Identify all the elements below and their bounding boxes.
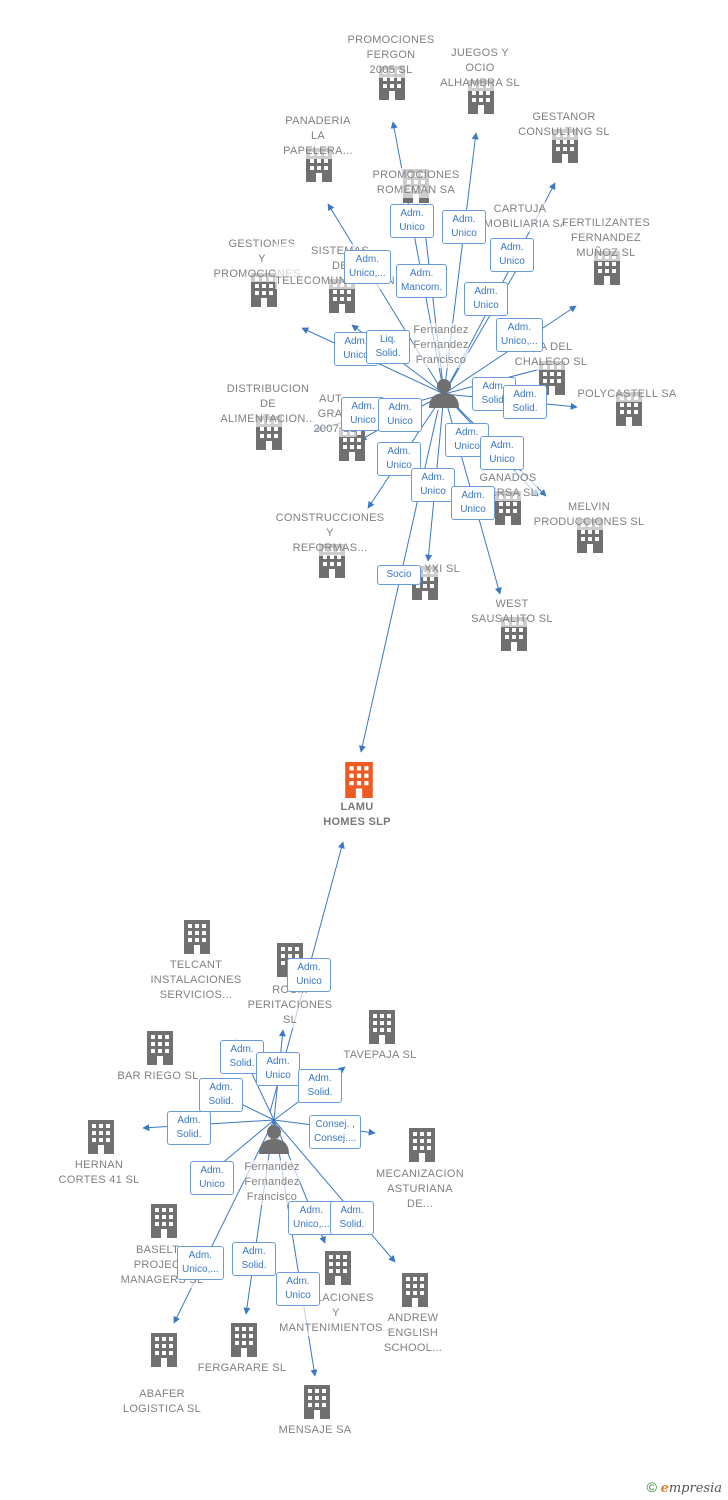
company-tavepaja-sl-building-icon[interactable] [369, 1010, 395, 1044]
company-mecanizacion-asturiana-de-label[interactable]: MECANIZACION ASTURIANA DE... [376, 1167, 464, 1212]
company-melvin-producciones-sl-label[interactable]: MELVIN PRODUCCIONES SL [533, 500, 645, 530]
role-badge-adm-solid[interactable]: Adm. Solid. [199, 1078, 243, 1112]
company-andrew-english-school-label[interactable]: ANDREW ENGLISH SCHOOL... [383, 1311, 443, 1356]
edge-to-company-abafer-logistica-sl [173, 1119, 275, 1324]
role-badge-liq-solid[interactable]: Liq. Solid. [366, 330, 410, 364]
brand-logo[interactable]: empresia [660, 1481, 722, 1496]
company-distribucion-de-alimentacion-label[interactable]: DISTRIBUCION DE ALIMENTACION... [220, 382, 316, 427]
role-badge-adm-unico[interactable]: Adm. Unico [256, 1052, 300, 1086]
company-telcant-instalaciones-servicios-building-icon[interactable] [184, 920, 210, 954]
person-2-label[interactable]: Fernandez Fernandez Francisco [244, 1160, 300, 1205]
role-badge-adm-unico[interactable]: Adm. Unico [480, 436, 524, 470]
focus-company-label[interactable]: LAMU HOMES SLP [323, 800, 391, 830]
edge-to-company-mensaje-sa [273, 1119, 318, 1377]
role-badge-adm-unico[interactable]: Adm. Unico [378, 398, 422, 432]
company-bar-riego-sl-label[interactable]: BAR RIEGO SL [117, 1069, 199, 1084]
person-1-label[interactable]: Fernandez Fernandez Francisco [413, 323, 469, 368]
role-badge-adm-unico-multi[interactable]: Adm. Unico,... [344, 250, 391, 284]
role-badge-adm-solid[interactable]: Adm. Solid. [167, 1111, 211, 1145]
company-cartuja-inmobiliaria-sa-label[interactable]: CARTUJA INMOBILIARIA SA [472, 202, 568, 232]
company-hernan-cortes-41-sl-building-icon[interactable] [88, 1120, 114, 1154]
company-gestanor-consulting-sl-label[interactable]: GESTANOR CONSULTING SL [518, 110, 610, 140]
company-fertilizantes-fernandez-muñoz-sl-label[interactable]: FERTILIZANTES FERNANDEZ MUÑOZ SL [561, 216, 651, 261]
company-hernan-cortes-41-sl-label[interactable]: HERNAN CORTES 41 SL [58, 1158, 140, 1188]
company-fergarare-sl-label[interactable]: FERGARARE SL [197, 1361, 287, 1376]
role-badge-adm-solid[interactable]: Adm. Solid. [298, 1069, 342, 1103]
role-badge-consej[interactable]: Consej. , Consej.... [309, 1115, 362, 1149]
company-baselt-projec-managers-sl-building-icon[interactable] [151, 1204, 177, 1238]
company-juegos-y-ocio-alhambra-sl-label[interactable]: JUEGOS Y OCIO ALHAMBRA SL [440, 46, 520, 91]
company-andrew-english-school-building-icon[interactable] [402, 1273, 428, 1307]
role-badge-adm-unico[interactable]: Adm. Unico [451, 486, 495, 520]
person-1-icon[interactable] [429, 379, 459, 408]
focus-company-building-icon[interactable] [345, 762, 373, 798]
company-abafer-logistica-sl-label[interactable]: ABAFER LOGISTICA SL [122, 1387, 202, 1417]
company-mensaje-sa-label[interactable]: MENSAJE SA [278, 1423, 352, 1438]
company-promociones-fergon-2005-sl-label[interactable]: PROMOCIONES FERGON 2005 SL [347, 33, 435, 78]
role-badge-adm-unico[interactable]: Adm. Unico [390, 204, 434, 238]
copyright-notice: © empresia [647, 1479, 722, 1496]
company-mensaje-sa-building-icon[interactable] [304, 1385, 330, 1419]
role-badge-adm-unico[interactable]: Adm. Unico [490, 238, 534, 272]
edge-to-company-promociones-romeman-sa [421, 221, 445, 395]
role-badge-adm-unico-multi[interactable]: Adm. Unico,... [496, 318, 543, 352]
company-abafer-logistica-sl-building-icon[interactable] [151, 1333, 177, 1367]
role-badge-adm-unico[interactable]: Adm. Unico [287, 958, 331, 992]
role-badge-adm-unico[interactable]: Adm. Unico [276, 1272, 320, 1306]
company-west-sausalito-sl-label[interactable]: WEST SAUSALITO SL [471, 597, 553, 627]
company-tavepaja-sl-label[interactable]: TAVEPAJA SL [343, 1048, 417, 1063]
role-badge-adm-unico[interactable]: Adm. Unico [464, 282, 508, 316]
company-telcant-instalaciones-servicios-label[interactable]: TELCANT INSTALACIONES SERVICIOS... [150, 958, 242, 1003]
role-badge-adm-mancom[interactable]: Adm. Mancom. [396, 264, 448, 298]
role-badge-adm-solid[interactable]: Adm. Solid. [232, 1242, 276, 1276]
role-badge-adm-unico[interactable]: Adm. Unico [377, 442, 421, 476]
company-fergarare-sl-building-icon[interactable] [231, 1323, 257, 1357]
role-badge-adm-unico[interactable]: Adm. Unico [442, 210, 486, 244]
company-alaciones-y-mantenimientos-building-icon[interactable] [325, 1251, 351, 1285]
role-badge-adm-unico-multi[interactable]: Adm. Unico,... [177, 1246, 224, 1280]
company-promociones-romeman-sa-label[interactable]: PROMOCIONES ROMEMAN SA [372, 168, 460, 198]
role-badge-adm-unico[interactable]: Adm. Unico [411, 468, 455, 502]
role-badge-adm-unico-multi[interactable]: Adm. Unico,... [288, 1201, 335, 1235]
role-badge-adm-solid[interactable]: Adm. Solid. [330, 1201, 374, 1235]
company-construcciones-y-reformas-label[interactable]: CONSTRUCCIONES Y REFORMAS... [275, 511, 385, 556]
role-badge-adm-solid[interactable]: Adm. Solid. [503, 385, 547, 419]
edge-to-company-andrew-english-school [273, 1119, 396, 1263]
copyright-icon: © [646, 1479, 657, 1495]
company-polycastell-sa-label[interactable]: POLYCASTELL SA [577, 387, 677, 402]
company-bar-riego-sl-building-icon[interactable] [147, 1031, 173, 1065]
company-panaderia-la-papelera-label[interactable]: PANADERIA LA PAPELERA... [283, 114, 353, 159]
role-badge-adm-unico[interactable]: Adm. Unico [190, 1161, 234, 1195]
company-mecanizacion-asturiana-de-building-icon[interactable] [409, 1128, 435, 1162]
role-badge-socio[interactable]: Socio [377, 565, 421, 585]
role-badge-adm-unico[interactable]: Adm. Unico [341, 397, 385, 431]
company-xxi-sl-label[interactable]: ...XXI SL [413, 562, 461, 577]
